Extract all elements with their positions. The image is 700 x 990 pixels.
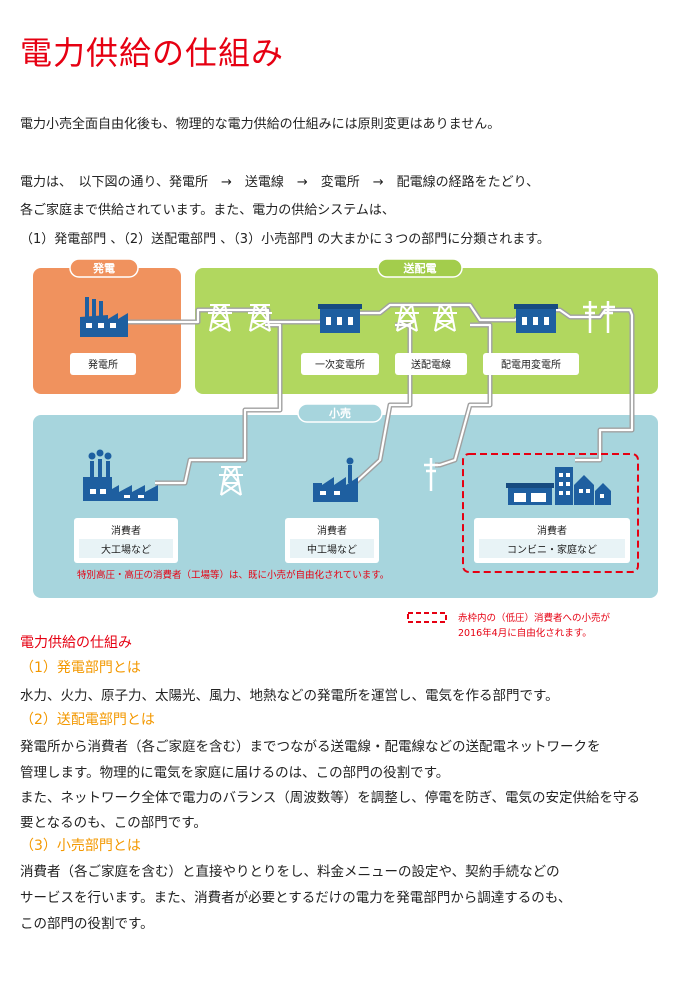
utility-pole-icon bbox=[583, 301, 615, 333]
legend-line-1: 赤枠内の（低圧）消費者への小売が bbox=[458, 612, 611, 624]
transmission-region bbox=[195, 268, 658, 394]
convenience-store-home-icon bbox=[506, 467, 611, 505]
section-2-line: 管理します。物理的に電気を家庭に届けるのは、この部門の役割です。 bbox=[20, 765, 450, 781]
primary-substation-label: 一次変電所 bbox=[315, 358, 365, 371]
convenience-home-label: コンビニ・家庭など bbox=[507, 543, 597, 556]
transmission-tower-icon bbox=[395, 304, 419, 332]
section-3-line: 消費者（各ご家庭を含む）と直接やりとりをし、料金メニューの設定や、契約手続などの bbox=[20, 864, 560, 880]
plant-label-box bbox=[70, 353, 136, 375]
power-supply-diagram: 発電 送配電 小売 発電所 bbox=[33, 258, 658, 639]
transmission-label: 送配電 bbox=[403, 261, 437, 275]
transmission-tower-icon bbox=[248, 304, 272, 332]
retail-pill bbox=[297, 403, 383, 423]
lines-label: 送配電線 bbox=[411, 358, 451, 371]
retail-label: 小売 bbox=[328, 406, 351, 420]
medium-factory-icon bbox=[313, 457, 358, 502]
section-1-line: 水力、火力、原子力、太陽光、風力、地熱などの発電所を運営し、電気を作る部門です。 bbox=[20, 688, 559, 704]
page-title: 電力供給の仕組み bbox=[20, 34, 285, 72]
section-3-title: （3）小売部門とは bbox=[20, 838, 141, 854]
retail-note: 特別高圧・高圧の消費者（工場等）は、既に小売が自由化されています。 bbox=[77, 569, 389, 581]
section-2-line: 発電所から消費者（各ご家庭を含む）までつながる送電線・配電線などの送配電ネットワ… bbox=[20, 739, 601, 755]
utility-pole-icon bbox=[424, 458, 438, 491]
legend-line-2: 2016年4月に自由化されます。 bbox=[458, 627, 592, 639]
intro-line-1: 電力小売全面自由化後も、物理的な電力供給の仕組みには原則変更はありません。 bbox=[20, 117, 501, 132]
consumer-label: 消費者 bbox=[111, 524, 141, 537]
transmission-tower-icon bbox=[433, 304, 457, 332]
transmission-tower-icon bbox=[219, 466, 243, 496]
intro-line-2: 電力は、 以下図の通り、発電所 → 送電線 → 変電所 → 配電線の経路をたどり… bbox=[20, 175, 540, 190]
lines-label-box bbox=[395, 353, 467, 375]
medium-factory-label: 中工場など bbox=[307, 543, 357, 556]
primary-substation-icon bbox=[318, 304, 362, 333]
section-1-title: （1）発電部門とは bbox=[20, 660, 141, 676]
plant-label: 発電所 bbox=[88, 358, 118, 371]
consumer-label: 消費者 bbox=[537, 524, 567, 537]
section-2-line: また、ネットワーク全体で電力のバランス（周波数等）を調整し、停電を防ぎ、電気の安… bbox=[20, 790, 641, 806]
generation-pill bbox=[69, 258, 139, 278]
power-plant-icon bbox=[80, 297, 128, 337]
low-voltage-highlight-box bbox=[462, 453, 639, 573]
section-2-title: （2）送配電部門とは bbox=[20, 712, 155, 728]
large-factory-label: 大工場など bbox=[101, 543, 151, 556]
distribution-substation-label: 配電用変電所 bbox=[501, 358, 561, 371]
legend-dashed-swatch bbox=[407, 612, 447, 623]
section-2-line: 要となるのも、この部門です。 bbox=[20, 815, 207, 831]
generation-label: 発電 bbox=[92, 261, 115, 275]
convenience-home-consumer-box: 消費者 コンビニ・家庭など bbox=[474, 518, 630, 563]
sections-heading: 電力供給の仕組み bbox=[20, 635, 132, 651]
distribution-substation-icon bbox=[514, 304, 558, 333]
consumer-label: 消費者 bbox=[317, 524, 347, 537]
distribution-substation-label-box bbox=[483, 353, 579, 375]
transmission-pill bbox=[377, 258, 463, 278]
section-3-line: この部門の役割です。 bbox=[20, 916, 154, 932]
large-factory-consumer-box: 消費者 大工場など bbox=[74, 518, 178, 563]
intro-line-4: （1）発電部門 、（2）送配電部門 、（3）小売部門 の大まかに３つの部門に分類… bbox=[20, 232, 550, 247]
large-factory-icon bbox=[83, 449, 158, 501]
transmission-tower-icon bbox=[208, 304, 232, 332]
intro-line-3: 各ご家庭まで供給されています。また、電力の供給システムは、 bbox=[20, 203, 395, 218]
primary-substation-label-box bbox=[301, 353, 379, 375]
section-3-line: サービスを行います。また、消費者が必要とするだけの電力を発電部門から調達するのも… bbox=[20, 890, 572, 906]
medium-factory-consumer-box: 消費者 中工場など bbox=[285, 518, 379, 563]
